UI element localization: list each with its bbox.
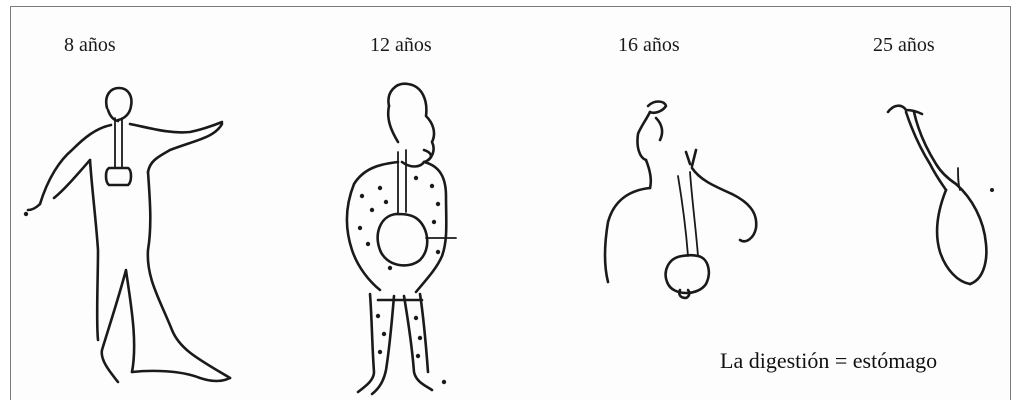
caption-text: La digestión = estómago (720, 348, 937, 374)
stomach-only-icon (888, 106, 994, 284)
child-figure-icon (24, 88, 230, 382)
torso-figure-icon (605, 102, 756, 299)
dotted-figure-icon (347, 84, 456, 394)
